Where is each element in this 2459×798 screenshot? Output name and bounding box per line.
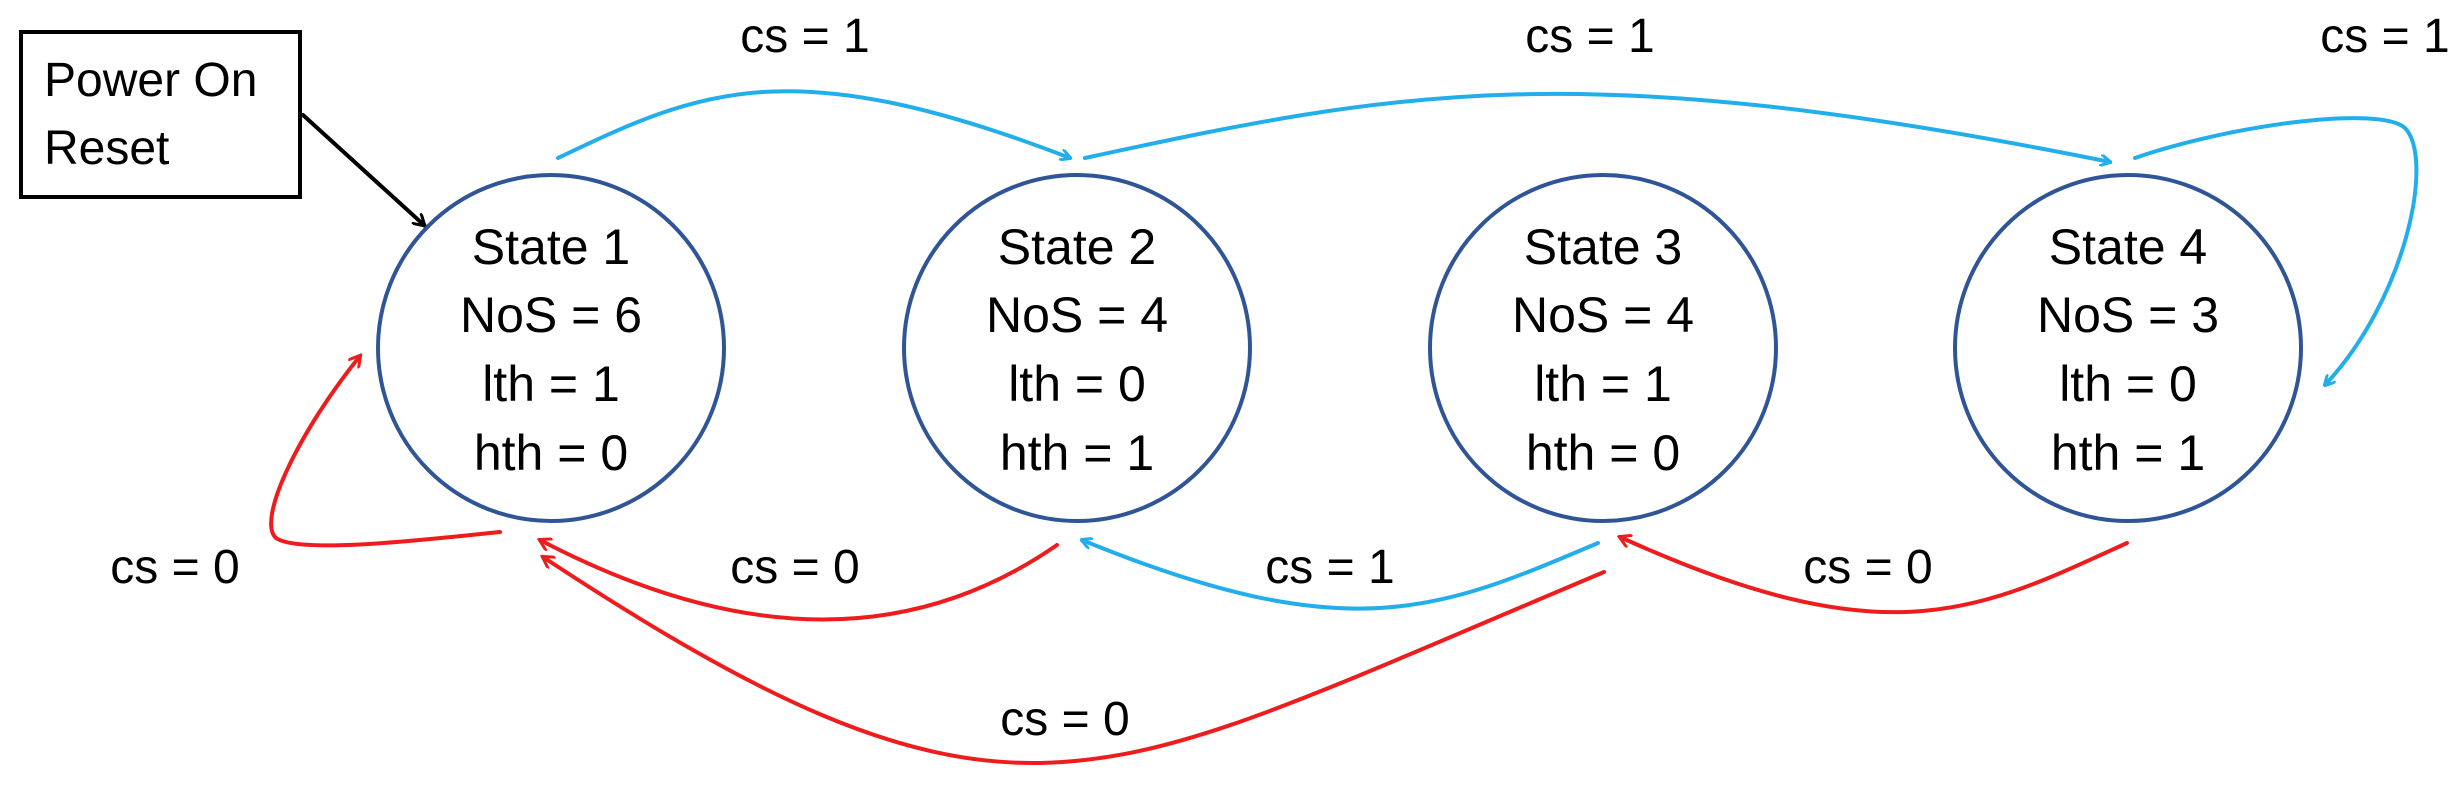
label-state2-to-state1: cs = 0 [730, 541, 859, 594]
label-state3-to-state1: cs = 0 [1000, 693, 1129, 746]
transition-state4-to-state3 [1620, 537, 2129, 615]
state-3-lth: lth = 1 [1534, 356, 1672, 412]
label-state1-to-state2: cs = 1 [740, 10, 869, 63]
state-2-nos: NoS = 4 [986, 287, 1168, 343]
transition-state1-to-state2 [556, 89, 1070, 158]
state-4-hth: hth = 1 [2051, 425, 2205, 481]
state-1-lth: lth = 1 [482, 356, 620, 412]
label-state2-to-state4: cs = 1 [1525, 10, 1654, 63]
transition-state3-to-state2 [1082, 540, 1600, 611]
state-1-nos: NoS = 6 [460, 287, 642, 343]
state-4-title: State 4 [2049, 219, 2207, 275]
state-4: State 4 NoS = 3 lth = 0 hth = 1 [1953, 173, 2303, 523]
transition-state1-self-loop [269, 356, 502, 548]
label-state3-to-state2: cs = 1 [1265, 541, 1394, 594]
state-3-title: State 3 [1524, 219, 1682, 275]
label-state1-self-loop: cs = 0 [110, 541, 239, 594]
state-2-hth: hth = 1 [1000, 425, 1154, 481]
state-2: State 2 NoS = 4 lth = 0 hth = 1 [902, 173, 1252, 523]
state-3-nos: NoS = 4 [1512, 287, 1694, 343]
state-4-lth: lth = 0 [2059, 356, 2197, 412]
reset-label-line-2: Reset [44, 122, 169, 175]
state-3: State 3 NoS = 4 lth = 1 hth = 0 [1428, 173, 1778, 523]
transition-state2-to-state4 [1083, 91, 2110, 162]
reset-label-line-1: Power On [44, 54, 257, 107]
reset-arrow [301, 113, 425, 226]
state-1: State 1 NoS = 6 lth = 1 hth = 0 [376, 173, 726, 523]
label-state4-self-loop: cs = 1 [2320, 10, 2449, 63]
power-on-reset-box: Power On Reset [19, 30, 302, 199]
state-3-hth: hth = 0 [1526, 425, 1680, 481]
label-state4-to-state3: cs = 0 [1803, 541, 1932, 594]
state-1-hth: hth = 0 [474, 425, 628, 481]
transition-state4-self-loop [2133, 116, 2419, 385]
state-1-title: State 1 [472, 219, 630, 275]
state-4-nos: NoS = 3 [2037, 287, 2219, 343]
state-2-title: State 2 [998, 219, 1156, 275]
transition-state2-to-state1 [540, 540, 1059, 622]
state-2-lth: lth = 0 [1008, 356, 1146, 412]
transition-state3-to-state1 [543, 557, 1606, 766]
